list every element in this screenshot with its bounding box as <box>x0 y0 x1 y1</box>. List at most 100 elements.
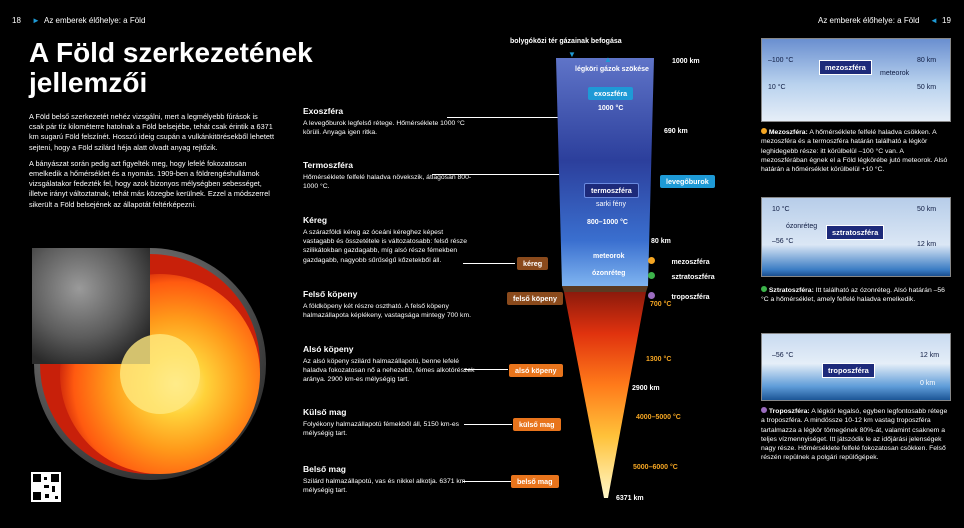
arrow-up-icon: ▲ <box>604 55 612 64</box>
label-bolygokozi: bolygóközi tér gázainak befogása <box>510 38 622 45</box>
arrow-down-icon: ▼ <box>568 50 576 59</box>
desc-troposzfera: Troposzféra: A légkör legalsó, egyben le… <box>761 407 949 463</box>
label-690km: 690 km <box>664 128 688 135</box>
label-80km: 80 km <box>651 238 671 245</box>
section-kereg: Kéreg A szárazföldi kéreg az óceáni kére… <box>303 215 475 265</box>
panel-tag: troposzféra <box>822 363 875 378</box>
panel-km-top: 80 km <box>917 57 937 64</box>
section-kulso-mag: Külső mag Folyékony halmazállapotú fémek… <box>303 407 475 438</box>
panel-tag: mezoszféra <box>819 60 872 75</box>
panel-temp-bottom: –56 °C <box>772 238 794 245</box>
page-title: A Föld szerkezetének jellemzői <box>29 37 313 98</box>
panel-mezoszfera: –100 °C 10 °C mezoszféra meteorok 80 km … <box>761 38 951 122</box>
tag-kereg: kéreg <box>517 257 549 270</box>
label-2900km: 2900 km <box>632 385 660 392</box>
panel-extra: ózonréteg <box>786 223 818 230</box>
tag-kulso-mag: külső mag <box>513 418 561 431</box>
section-title: Felső köpeny <box>303 289 358 299</box>
panel-temp-bottom: 10 °C <box>768 84 786 91</box>
section-title: Alsó köpeny <box>303 344 354 354</box>
pointer-line <box>464 424 512 425</box>
section-belso-mag: Belső mag Szilárd halmazállapotú, vas és… <box>303 464 475 495</box>
legend-label: mezoszféra <box>671 259 710 266</box>
temp-5000: 5000–6000 °C <box>633 464 678 471</box>
temp-1300: 1300 °C <box>646 356 672 363</box>
page-number-right: 19 <box>942 16 951 25</box>
tag-felso-kopeny: felső köpeny <box>507 292 563 305</box>
section-exoszfera: Exoszféra A levegőburok legfelső rétege.… <box>303 106 475 137</box>
label-meteorok: meteorok <box>593 253 625 260</box>
section-also-kopeny: Alsó köpeny Az alsó köpeny szilárd halma… <box>303 344 475 385</box>
pointer-line <box>464 369 508 370</box>
header-title-right: Az emberek élőhelye: a Föld <box>818 16 920 25</box>
panel-km-bottom: 0 km <box>920 380 936 387</box>
header-title-left: Az emberek élőhelye: a Föld <box>44 16 146 25</box>
troposzfera-dot-icon <box>648 292 655 299</box>
section-felso-kopeny: Felső köpeny A földköpeny két részre osz… <box>303 289 475 320</box>
section-text: Folyékony halmazállapotú fémekből áll, 5… <box>303 421 460 438</box>
tag-belso-mag: belső mag <box>511 475 559 488</box>
pointer-line <box>463 481 511 482</box>
panel-extra: meteorok <box>880 70 910 77</box>
tag-levegoburok: levegőburok <box>660 175 715 188</box>
section-title: Külső mag <box>303 407 347 417</box>
panel-km-bottom: 50 km <box>917 84 937 91</box>
panel-tag: sztratoszféra <box>826 225 885 240</box>
label-1000km: 1000 km <box>672 58 700 65</box>
legend-mezoszfera: mezoszféra <box>648 251 710 269</box>
label-6371km: 6371 km <box>616 495 644 502</box>
qr-code[interactable] <box>31 472 61 502</box>
desc-mezoszfera: Mezoszféra: A hőmérséklete felfelé halad… <box>761 128 949 174</box>
sztratoszfera-dot-icon <box>648 272 655 279</box>
desc-title: Sztratoszféra: <box>768 287 814 294</box>
section-title: Exoszféra <box>303 106 344 116</box>
pointer-line <box>432 174 589 175</box>
legend-label: sztratoszféra <box>671 274 715 281</box>
label-gazok-szokese: légköri gázok szökése <box>575 66 649 73</box>
arrow-left-icon: ◄ <box>930 16 938 25</box>
mezoszfera-dot-icon <box>761 128 767 134</box>
tag-also-kopeny: alsó köpeny <box>509 364 563 377</box>
legend-label: troposzféra <box>671 294 710 301</box>
intro-paragraph: A bányászat során pedig azt figyelték me… <box>29 158 270 209</box>
section-title: Kéreg <box>303 215 328 225</box>
pointer-line <box>463 263 515 264</box>
mezoszfera-dot-icon <box>648 257 655 264</box>
desc-title: Troposzféra: <box>768 408 810 415</box>
section-text: Szilárd halmazállapotú, vas és nikkel al… <box>303 478 466 495</box>
label-thermo-temp: 800–1000 °C <box>587 219 628 226</box>
panel-sztratoszfera: 10 °C ózonréteg –56 °C sztratoszféra 50 … <box>761 197 951 277</box>
section-termoszfera: Termoszféra Hőmérséklete felfelé haladva… <box>303 160 475 191</box>
label-sarki-feny: sarki fény <box>596 201 626 208</box>
section-text: Az alsó köpeny szilárd halmazállapotú, b… <box>303 358 475 384</box>
section-text: A levegőburok legfelső rétege. Hőmérsékl… <box>303 120 465 137</box>
desc-title: Mezoszféra: <box>768 129 808 136</box>
label-ozonreteg: ózonréteg <box>592 270 626 277</box>
legend-troposzfera: troposzféra <box>648 286 710 304</box>
temp-700: 700 °C <box>650 301 672 308</box>
temp-4000: 4000–5000 °C <box>636 414 681 421</box>
panel-temp-top: –56 °C <box>772 352 794 359</box>
tag-exoszfera: exoszféra <box>588 87 634 100</box>
section-title: Termoszféra <box>303 160 353 170</box>
arrow-right-icon: ► <box>32 16 40 25</box>
sztratoszfera-dot-icon <box>761 286 767 292</box>
desc-text: A hőmérséklete felfelé haladva csökken. … <box>761 129 948 174</box>
section-text: A szárazföldi kéreg az óceáni kéreghez k… <box>303 229 467 264</box>
label-exo-temp: 1000 °C <box>598 105 624 112</box>
panel-temp-top: 10 °C <box>772 206 790 213</box>
page-number-left: 18 <box>12 16 21 25</box>
intro-text: A Föld belső szerkezetét nehéz vizsgálni… <box>29 112 274 216</box>
panel-km-bottom: 12 km <box>917 241 937 248</box>
section-title: Belső mag <box>303 464 346 474</box>
tag-termoszfera: termoszféra <box>584 183 639 198</box>
desc-sztratoszfera: Sztratoszféra: Itt található az ózonréte… <box>761 286 949 305</box>
panel-km-top: 12 km <box>920 352 940 359</box>
cross-section-column <box>556 58 654 498</box>
pointer-line <box>447 117 587 118</box>
legend-sztratoszfera: sztratoszféra <box>648 266 715 284</box>
intro-paragraph: A Föld belső szerkezetét nehéz vizsgálni… <box>29 112 274 152</box>
desc-text: Itt található az ózonréteg. Alsó határán… <box>761 287 945 304</box>
troposzfera-dot-icon <box>761 407 767 413</box>
section-text: A földköpeny két részre osztható. A fels… <box>303 303 472 320</box>
